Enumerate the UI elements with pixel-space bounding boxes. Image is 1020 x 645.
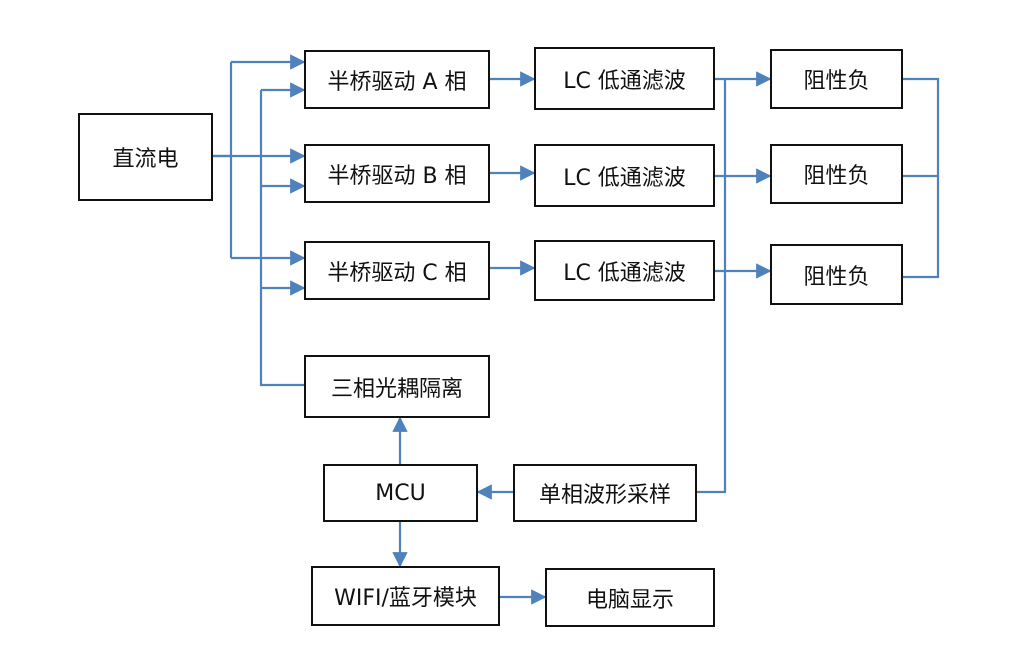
half-bridge-b-block: 半桥驱动 B 相 <box>304 144 490 203</box>
wire-sampling-bus <box>697 79 727 494</box>
wire-dc-bus <box>212 62 233 258</box>
load-a-block: 阻性负 <box>770 49 903 109</box>
load-b-block: 阻性负 <box>770 144 903 204</box>
wire-load-neutral <box>903 77 940 279</box>
wire-opto-bus <box>259 90 304 387</box>
sampling-block: 单相波形采样 <box>513 464 697 522</box>
optocoupler-block: 三相光耦隔离 <box>304 355 490 418</box>
half-bridge-c-block: 半桥驱动 C 相 <box>304 241 490 300</box>
wifi-bluetooth-block: WIFI/蓝牙模块 <box>311 566 500 626</box>
lc-filter-b-block: LC 低通滤波 <box>534 144 715 207</box>
lc-filter-a-block: LC 低通滤波 <box>534 47 715 110</box>
dc-supply-block: 直流电 <box>78 113 213 201</box>
load-c-block: 阻性负 <box>770 244 903 305</box>
pc-display-block: 电脑显示 <box>545 568 715 627</box>
half-bridge-a-block: 半桥驱动 A 相 <box>304 50 490 109</box>
lc-filter-c-block: LC 低通滤波 <box>534 240 715 301</box>
mcu-block: MCU <box>323 464 478 522</box>
